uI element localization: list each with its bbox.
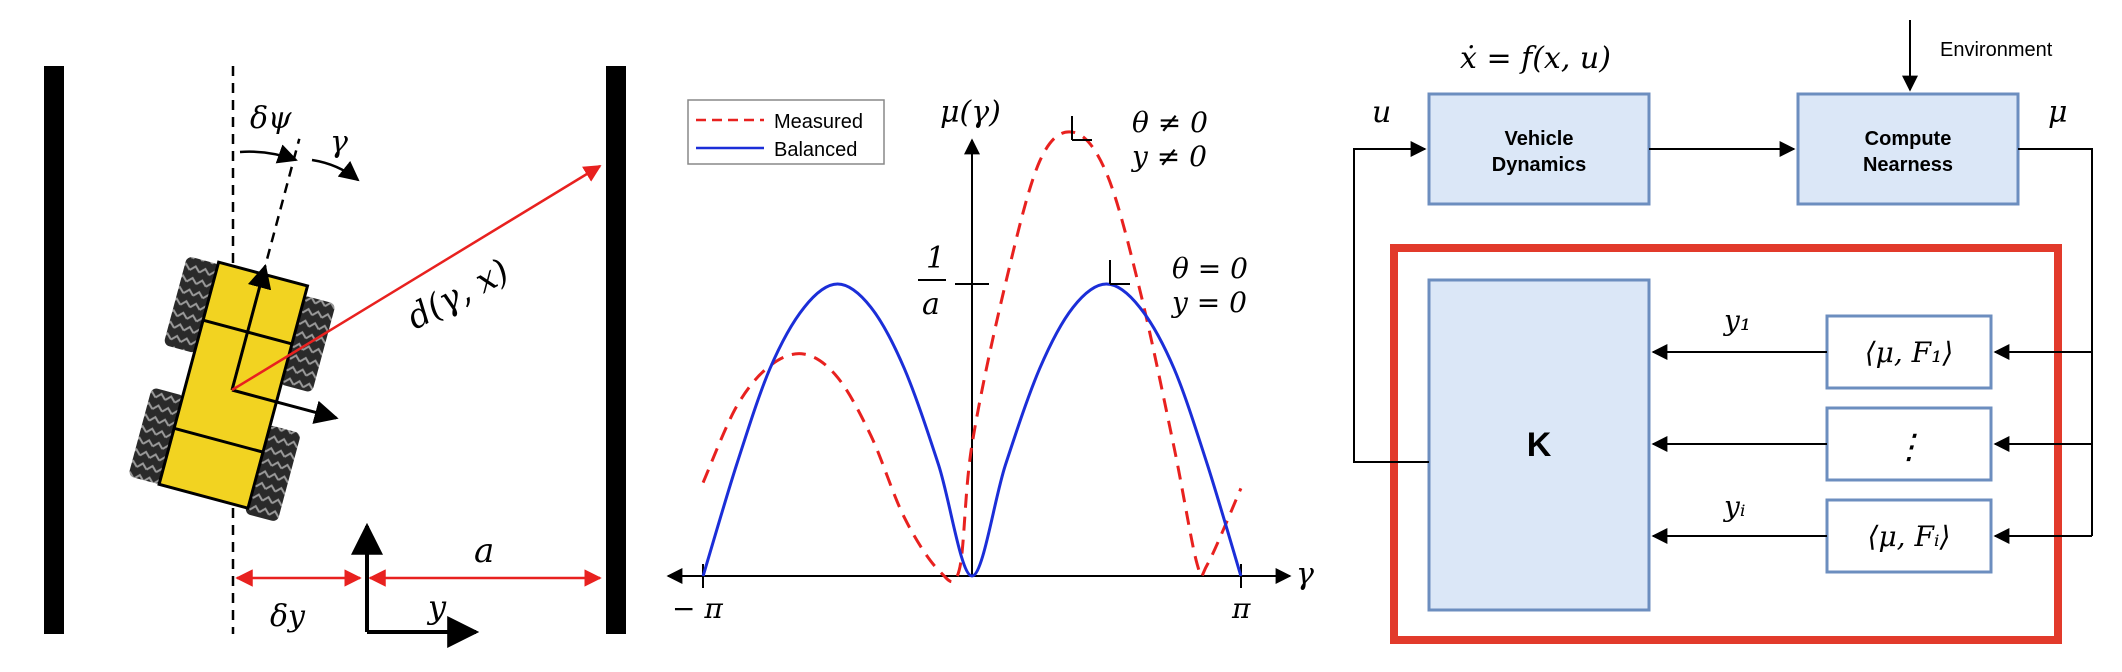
left-wall <box>44 66 64 634</box>
x-axis-label: γ <box>1296 557 1314 592</box>
delta-y-label: δy <box>270 599 306 634</box>
a-label: a <box>474 531 494 571</box>
dynamics-equation: ẋ = f(x, u) <box>1460 41 1611 76</box>
annotation-y-nonzero: y ≠ 0 <box>1130 140 1207 173</box>
legend: Measured Balanced <box>687 99 885 165</box>
right-wall <box>606 66 626 634</box>
compute-nearness-label-2: Nearness <box>1863 154 1953 176</box>
tire-icon <box>129 388 184 484</box>
body-y-axis-arrow <box>231 388 339 424</box>
tire-icon <box>245 425 300 521</box>
delta-psi-arrow <box>239 144 298 164</box>
controller-block <box>1427 278 1651 612</box>
legend-label-measured: Measured <box>774 111 863 133</box>
delta-psi-label: δψ <box>250 101 292 136</box>
compute-nearness-label-1: Compute <box>1865 128 1952 150</box>
u-feedback-path <box>1353 141 1429 463</box>
gamma-label: γ <box>330 125 348 160</box>
annotation-y-zero: y = 0 <box>1170 286 1247 319</box>
vehicle-panel: δψ γ d(γ, x) a δy y <box>44 66 626 648</box>
filter-label-1: ⟨μ, F₁⟩ <box>1865 336 1954 369</box>
mu-label: μ <box>2048 95 2068 130</box>
one-over-a-denominator: a <box>922 287 940 322</box>
distance-ray <box>231 164 602 392</box>
y1-label: y₁ <box>1722 304 1751 337</box>
legend-label-balanced: Balanced <box>774 139 857 161</box>
environment-label: Environment <box>1940 39 2053 61</box>
nearness-plot: − π π γ μ(γ) 1 a Measured Balanced θ ≠ 0… <box>666 95 1314 625</box>
vehicle-dynamics-label-2: Dynamics <box>1492 154 1587 176</box>
y-axis-label: μ(γ) <box>940 95 1001 130</box>
filter-label-dots: ⋮ <box>1892 427 1926 467</box>
one-over-a-numerator: 1 <box>926 241 945 276</box>
body-x-axis-arrow <box>230 264 272 391</box>
compute-nearness-block <box>1796 92 2020 206</box>
block-diagram: ẋ = f(x, u) Environment Vehicle Dynamics… <box>1353 20 2093 644</box>
annotation-theta-nonzero: θ ≠ 0 <box>1132 106 1208 139</box>
vehicle-dynamics-block <box>1427 92 1651 206</box>
vehicle-divider <box>173 426 264 454</box>
filter-label-i: ⟨μ, Fᵢ⟩ <box>1868 520 1951 553</box>
tire-icon <box>164 257 219 353</box>
yi-label: yᵢ <box>1722 490 1745 523</box>
filter-block-i <box>1825 498 1993 574</box>
u-label: u <box>1372 95 1391 130</box>
distance-label: d(γ, x) <box>400 251 515 338</box>
vehicle <box>129 138 339 521</box>
mu-feedback-bus <box>2018 148 2093 536</box>
gamma-arrow <box>311 158 360 182</box>
frame-icon <box>1071 116 1092 141</box>
world-frame-icon <box>351 522 480 648</box>
tick-label-neg-pi: − π <box>672 592 723 625</box>
y-label: y <box>426 588 447 626</box>
tick-label-pi: π <box>1231 592 1251 625</box>
legend-box <box>687 99 885 165</box>
annotation-theta-zero: θ = 0 <box>1172 252 1248 285</box>
filter-block-dots <box>1825 406 1993 482</box>
balanced-series-line <box>701 282 1243 578</box>
frame-icon <box>1109 260 1130 285</box>
controller-label: K <box>1527 426 1552 464</box>
vehicle-dynamics-label-1: Vehicle <box>1505 128 1574 150</box>
measured-series-line <box>701 130 1243 584</box>
